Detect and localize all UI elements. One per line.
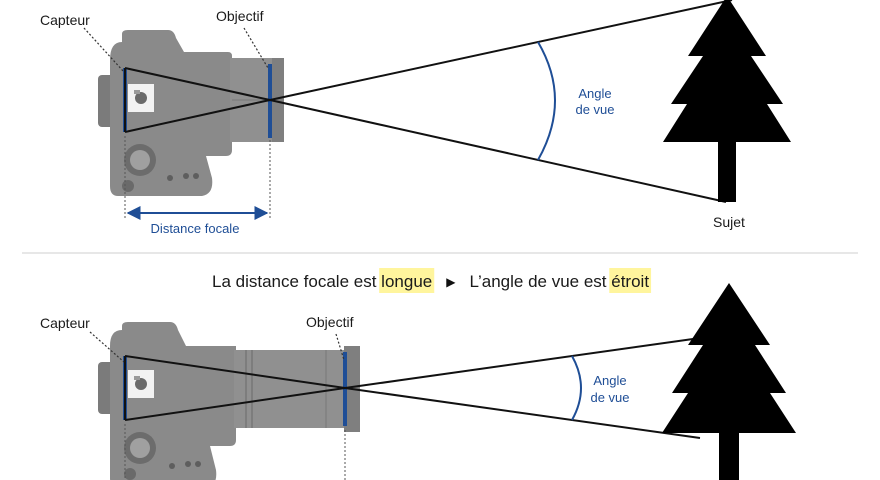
caption-highlight2: étroit (611, 272, 649, 291)
caption-arrow-icon: ▶ (446, 275, 456, 289)
caption: La distance focale est longue ▶ L’angle … (212, 268, 652, 293)
caption-part1: La distance focale est (212, 272, 381, 291)
caption-highlight1: longue (381, 272, 432, 291)
focal-length-label: Distance focale (151, 221, 240, 236)
subject-label: Sujet (713, 214, 745, 230)
highlight-longue-box (379, 268, 435, 293)
angle-label-line1: Angle (578, 86, 611, 101)
caption-part2: L’angle de vue est (469, 272, 611, 291)
long-lens-barrel-icon (234, 346, 360, 432)
lens-label-bottom: Objectif (306, 314, 354, 330)
angle-arc (537, 41, 556, 161)
sensor-label-bottom: Capteur (40, 315, 90, 331)
top-rays (124, 0, 733, 203)
tree-icon (663, 0, 791, 202)
angle-label-line2-bottom: de vue (590, 390, 629, 405)
angle-label-line1-bottom: Angle (593, 373, 626, 388)
bottom-rays (124, 337, 701, 439)
highlight-etroit-box (609, 268, 652, 293)
bottom-panel: Angle de vue Capteur Objectif (40, 283, 796, 480)
tree-icon-bottom (662, 283, 796, 480)
camera-body-icon-bottom (98, 322, 236, 480)
top-panel: Angle de vue Capteur Objectif Distance f… (40, 0, 791, 236)
angle-arc-bottom (571, 355, 582, 421)
sensor-label: Capteur (40, 12, 90, 28)
lens-label: Objectif (216, 8, 264, 24)
angle-label-line2: de vue (575, 102, 614, 117)
lens-barrel-icon (230, 58, 284, 142)
